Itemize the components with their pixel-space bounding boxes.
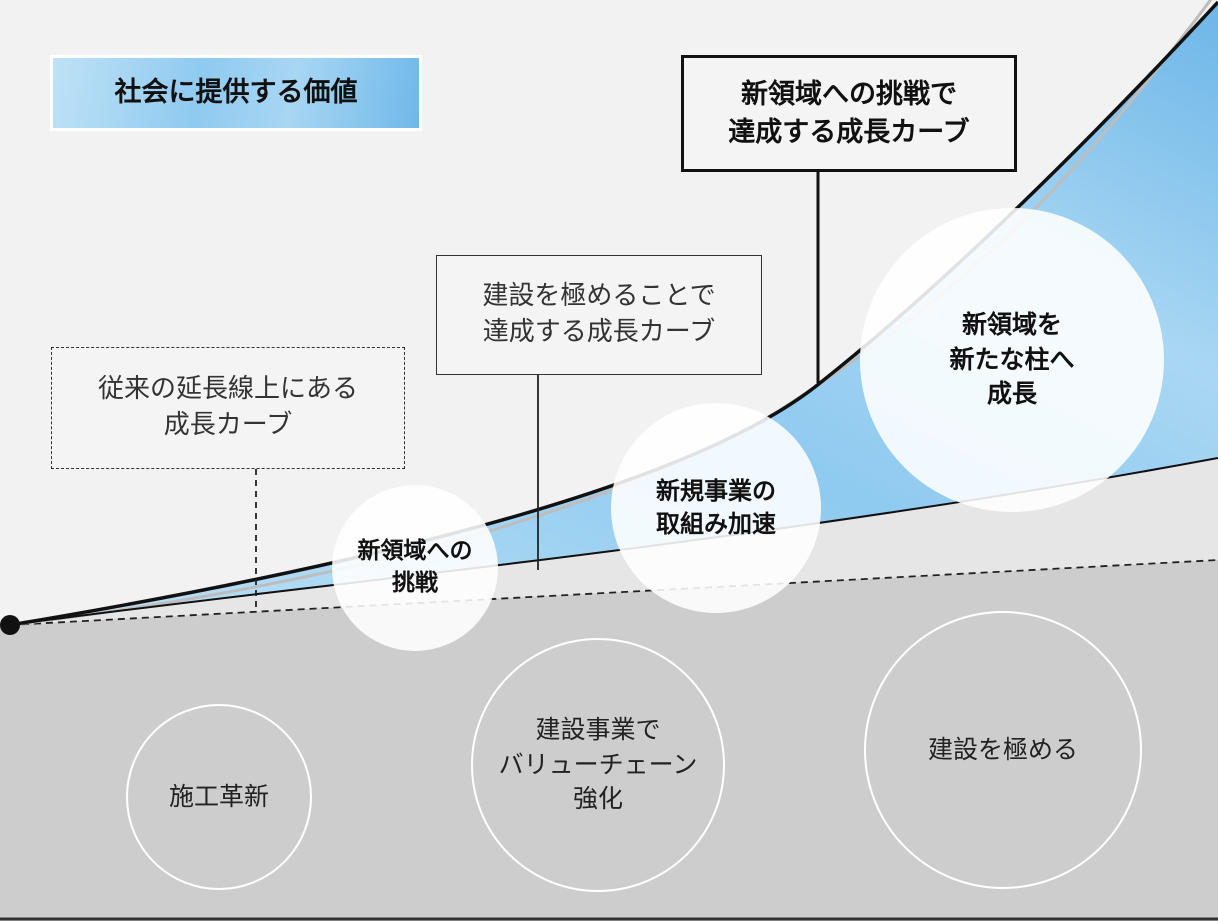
new-domain-curve-label: 新領域への挑戦で 達成する成長カーブ [681, 55, 1017, 172]
accelerate-circle: 新規事業の 取組み加速 [611, 403, 821, 613]
conventional-curve-label: 従来の延長線上にある 成長カーブ [51, 347, 405, 469]
conventional-dashed-line [9, 559, 1218, 626]
mastery-circle: 建設を極める [864, 611, 1142, 889]
page-title: 社会に提供する価値 [50, 55, 422, 131]
challenge-circle: 新領域への 挑戦 [332, 485, 498, 651]
new-pillar-circle: 新領域を 新たな柱へ 成長 [860, 208, 1164, 512]
construction-innovation-circle: 施工革新 [126, 704, 312, 890]
value-chain-circle: 建設事業で バリューチェーン 強化 [471, 638, 725, 892]
mastery-curve-label: 建設を極めることで 達成する成長カーブ [436, 255, 762, 375]
new-domain-curve-line [9, 0, 1218, 627]
origin-dot [0, 615, 20, 635]
